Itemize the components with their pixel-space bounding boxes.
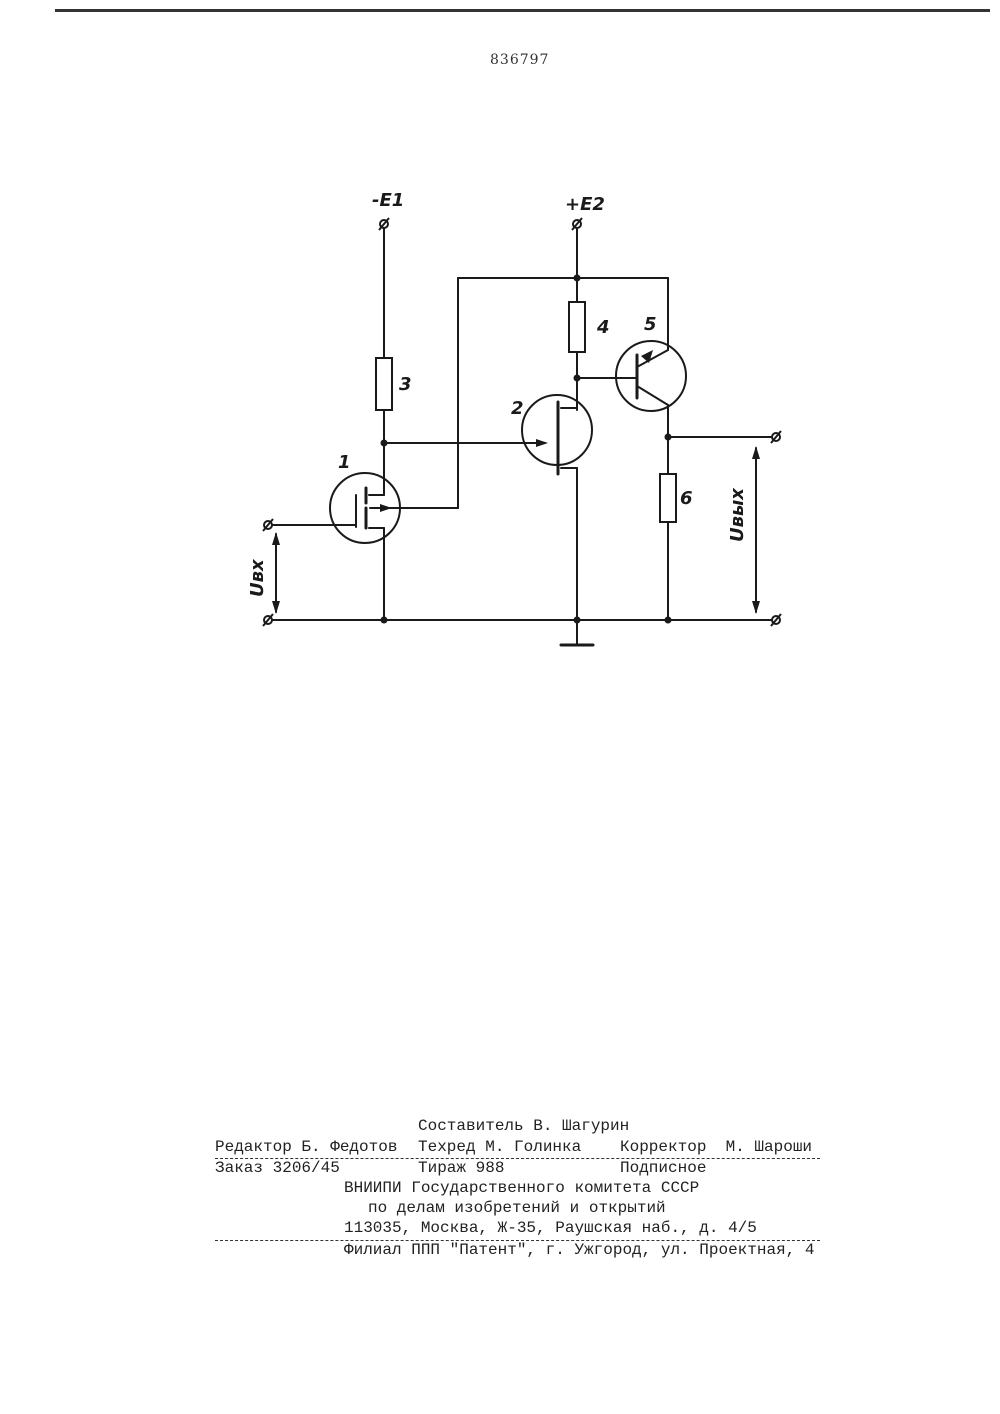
branch-line: Филиал ППП "Патент", г. Ужгород, ул. Про… — [344, 1240, 814, 1260]
label-component-1: 1 — [338, 452, 351, 473]
label-component-3: 3 — [399, 374, 412, 395]
subscription-line: Подписное — [620, 1158, 706, 1178]
terminal-ground-left — [263, 614, 273, 626]
junctions — [381, 275, 672, 624]
terminal-output — [771, 431, 781, 443]
label-component-2: 2 — [511, 398, 524, 419]
tech-editor-line: Техред М. Голинка — [418, 1137, 581, 1157]
input-voltage-label: Uвх — [247, 558, 268, 597]
label-component-5: 5 — [644, 314, 657, 335]
terminal-ground-right — [771, 614, 781, 626]
label-component-4: 4 — [596, 317, 610, 338]
supply-negative-label: -E1 — [372, 190, 404, 211]
resistor-3 — [376, 358, 392, 410]
terminal-e2 — [572, 218, 582, 230]
resistor-4 — [569, 302, 585, 352]
terminal-e1 — [379, 218, 389, 230]
address-line: 113035, Москва, Ж-35, Раушская наб., д. … — [344, 1218, 757, 1238]
order-line: Заказ 3206/45 — [215, 1158, 340, 1178]
editor-line: Редактор Б. Федотов — [215, 1137, 397, 1157]
circuit-schematic: -E1 +E2 1 2 3 4 5 6 Uвх Uвых — [0, 0, 1000, 720]
compiler-line: Составитель В. Шагурин — [418, 1116, 629, 1136]
label-component-6: 6 — [680, 488, 693, 509]
output-voltage-label: Uвых — [727, 487, 748, 542]
supply-positive-label: +E2 — [565, 194, 605, 215]
resistor-6 — [660, 474, 676, 522]
proofreader-line: Корректор М. Шароши — [620, 1137, 812, 1157]
organization-line-1: ВНИИПИ Государственного комитета СССР — [344, 1178, 699, 1198]
terminal-input — [263, 519, 273, 531]
organization-line-2: по делам изобретений и открытий — [368, 1198, 666, 1218]
circulation-line: Тираж 988 — [418, 1158, 504, 1178]
